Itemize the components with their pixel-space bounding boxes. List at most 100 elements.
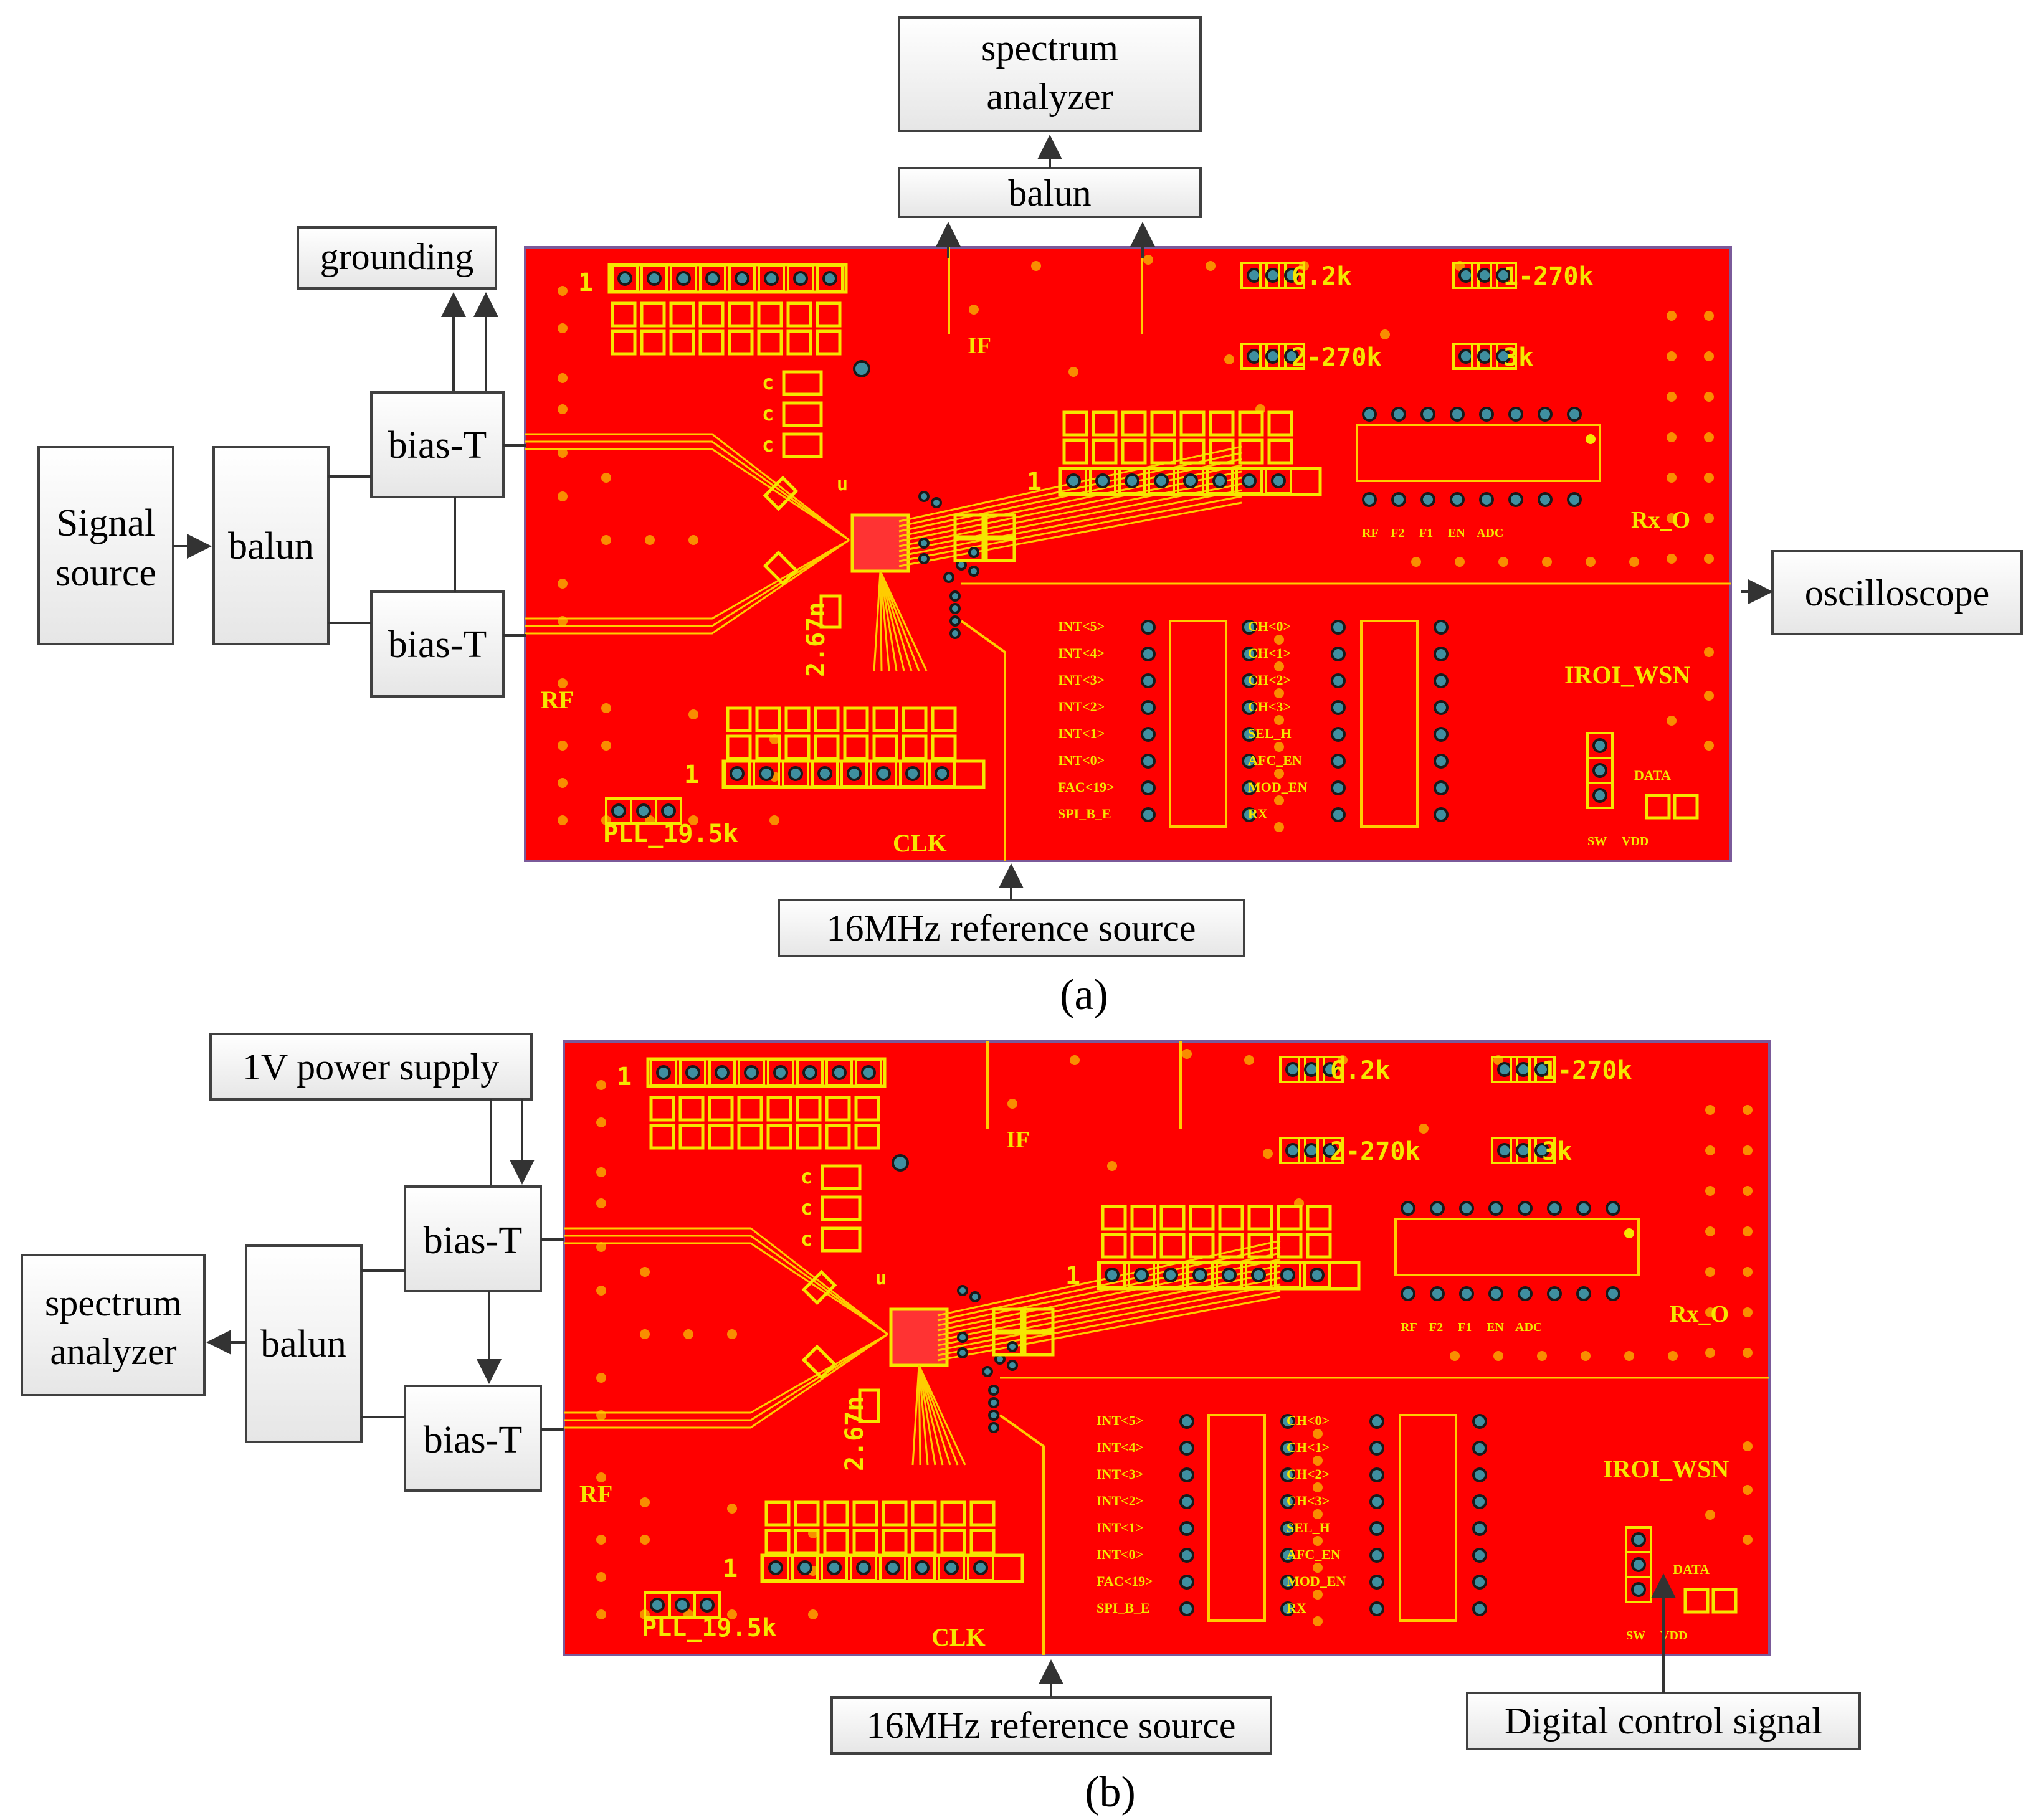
mount-hole bbox=[1667, 351, 1677, 361]
via bbox=[788, 766, 803, 781]
via bbox=[1434, 673, 1449, 688]
via bbox=[1331, 727, 1346, 742]
r-2-270k-label: 2-270k bbox=[1292, 343, 1382, 372]
power-supply-label: 1V power supply bbox=[242, 1046, 499, 1088]
board-name-label: IROI_WSN bbox=[1564, 661, 1690, 689]
via bbox=[1280, 1575, 1295, 1590]
power-supply-block: 1V power supply bbox=[209, 1033, 533, 1101]
smd-pad bbox=[969, 1500, 996, 1527]
header-pin-frame bbox=[1586, 782, 1614, 809]
smd-pad bbox=[611, 301, 637, 328]
small-pad bbox=[984, 513, 1016, 539]
mount-hole bbox=[769, 815, 779, 825]
via bbox=[617, 271, 632, 286]
right-pin-label: CH<1> bbox=[1248, 645, 1291, 661]
smd-pad bbox=[726, 706, 752, 732]
via bbox=[1331, 754, 1346, 769]
smd-pad bbox=[786, 329, 812, 356]
rf-trace bbox=[525, 440, 850, 541]
cap-pad bbox=[782, 432, 823, 458]
mount-hole bbox=[1224, 354, 1234, 364]
ref-source-block-b: 16MHz reference source bbox=[830, 1696, 1272, 1755]
rf-component bbox=[763, 475, 799, 511]
via bbox=[1508, 407, 1523, 422]
mount-hole bbox=[1070, 1055, 1080, 1065]
via bbox=[650, 1598, 665, 1613]
smd-pad bbox=[764, 1500, 791, 1527]
via bbox=[1401, 1201, 1415, 1216]
mount-hole bbox=[969, 305, 979, 315]
mount-hole bbox=[1313, 1590, 1323, 1600]
mount-hole bbox=[558, 579, 568, 589]
mount-hole bbox=[1704, 513, 1714, 523]
signal-source-label-1: Signal bbox=[57, 502, 155, 544]
mount-hole bbox=[596, 1167, 606, 1177]
via bbox=[1331, 780, 1346, 795]
via bbox=[935, 766, 949, 781]
mount-hole bbox=[1498, 557, 1508, 567]
right-pin-label: CH<0> bbox=[1287, 1413, 1330, 1428]
via bbox=[715, 1065, 730, 1080]
mount-hole bbox=[1274, 715, 1284, 725]
right-pin-label: RX bbox=[1287, 1600, 1306, 1616]
smd-pad bbox=[823, 1500, 849, 1527]
cap-c-label: c bbox=[801, 1196, 812, 1220]
mount-hole bbox=[1667, 392, 1677, 402]
mount-hole bbox=[596, 1373, 606, 1383]
right-pin-label: AFC_EN bbox=[1248, 752, 1302, 768]
via bbox=[847, 766, 862, 781]
cap-c-label: c bbox=[762, 433, 774, 457]
smd-pad bbox=[843, 734, 869, 761]
bias-t-bottom-block-b: bias-T bbox=[404, 1385, 542, 1492]
smd-pad bbox=[1238, 438, 1264, 465]
smd-pad bbox=[1062, 438, 1088, 465]
mount-hole bbox=[1068, 367, 1078, 377]
smd-pad bbox=[911, 1529, 937, 1555]
via bbox=[705, 271, 720, 286]
via bbox=[1280, 1548, 1295, 1563]
mount-hole bbox=[1705, 1145, 1715, 1155]
smd-pad bbox=[911, 1500, 937, 1527]
left-pin-label: INT<0> bbox=[1097, 1547, 1143, 1562]
rf-label: RF bbox=[579, 1480, 612, 1508]
cap-pad bbox=[782, 370, 823, 396]
via bbox=[1458, 268, 1473, 283]
via bbox=[1265, 268, 1280, 283]
mount-hole bbox=[596, 1080, 606, 1090]
row-label: F1 bbox=[1458, 1320, 1472, 1334]
right-pin-label: CH<2> bbox=[1287, 1466, 1330, 1482]
smd-pad bbox=[882, 1529, 908, 1555]
via bbox=[1242, 647, 1257, 661]
spectrum-analyzer-label-a2: analyzer bbox=[986, 76, 1113, 117]
row-label: RF bbox=[1362, 526, 1379, 540]
rf-trace bbox=[525, 448, 850, 541]
via bbox=[856, 1560, 871, 1575]
via bbox=[685, 1065, 700, 1080]
rf-component bbox=[763, 550, 799, 586]
right-pin-label: MOD_EN bbox=[1287, 1573, 1346, 1589]
via bbox=[1323, 1062, 1338, 1077]
spectrum-analyzer-label-a1: spectrum bbox=[981, 27, 1118, 69]
mount-hole bbox=[596, 1572, 606, 1582]
cap-c-label: c bbox=[801, 1227, 812, 1251]
mount-hole bbox=[596, 1242, 606, 1252]
via bbox=[1285, 1062, 1300, 1077]
mount-hole bbox=[1274, 769, 1284, 779]
via bbox=[817, 766, 832, 781]
via bbox=[1280, 1521, 1295, 1536]
mount-hole bbox=[1313, 1536, 1323, 1546]
small-pad bbox=[953, 537, 985, 562]
mount-hole bbox=[1705, 1186, 1715, 1196]
smd-pad bbox=[1159, 1233, 1186, 1259]
via bbox=[1362, 492, 1377, 507]
via bbox=[1459, 1286, 1474, 1301]
mount-hole bbox=[727, 1504, 737, 1514]
signal-trace bbox=[879, 571, 928, 671]
mount-hole bbox=[1455, 557, 1465, 567]
via bbox=[1434, 754, 1449, 769]
smd-pad bbox=[814, 734, 840, 761]
mount-hole bbox=[640, 1535, 650, 1545]
smd-pad bbox=[1189, 1233, 1215, 1259]
via bbox=[832, 1065, 847, 1080]
